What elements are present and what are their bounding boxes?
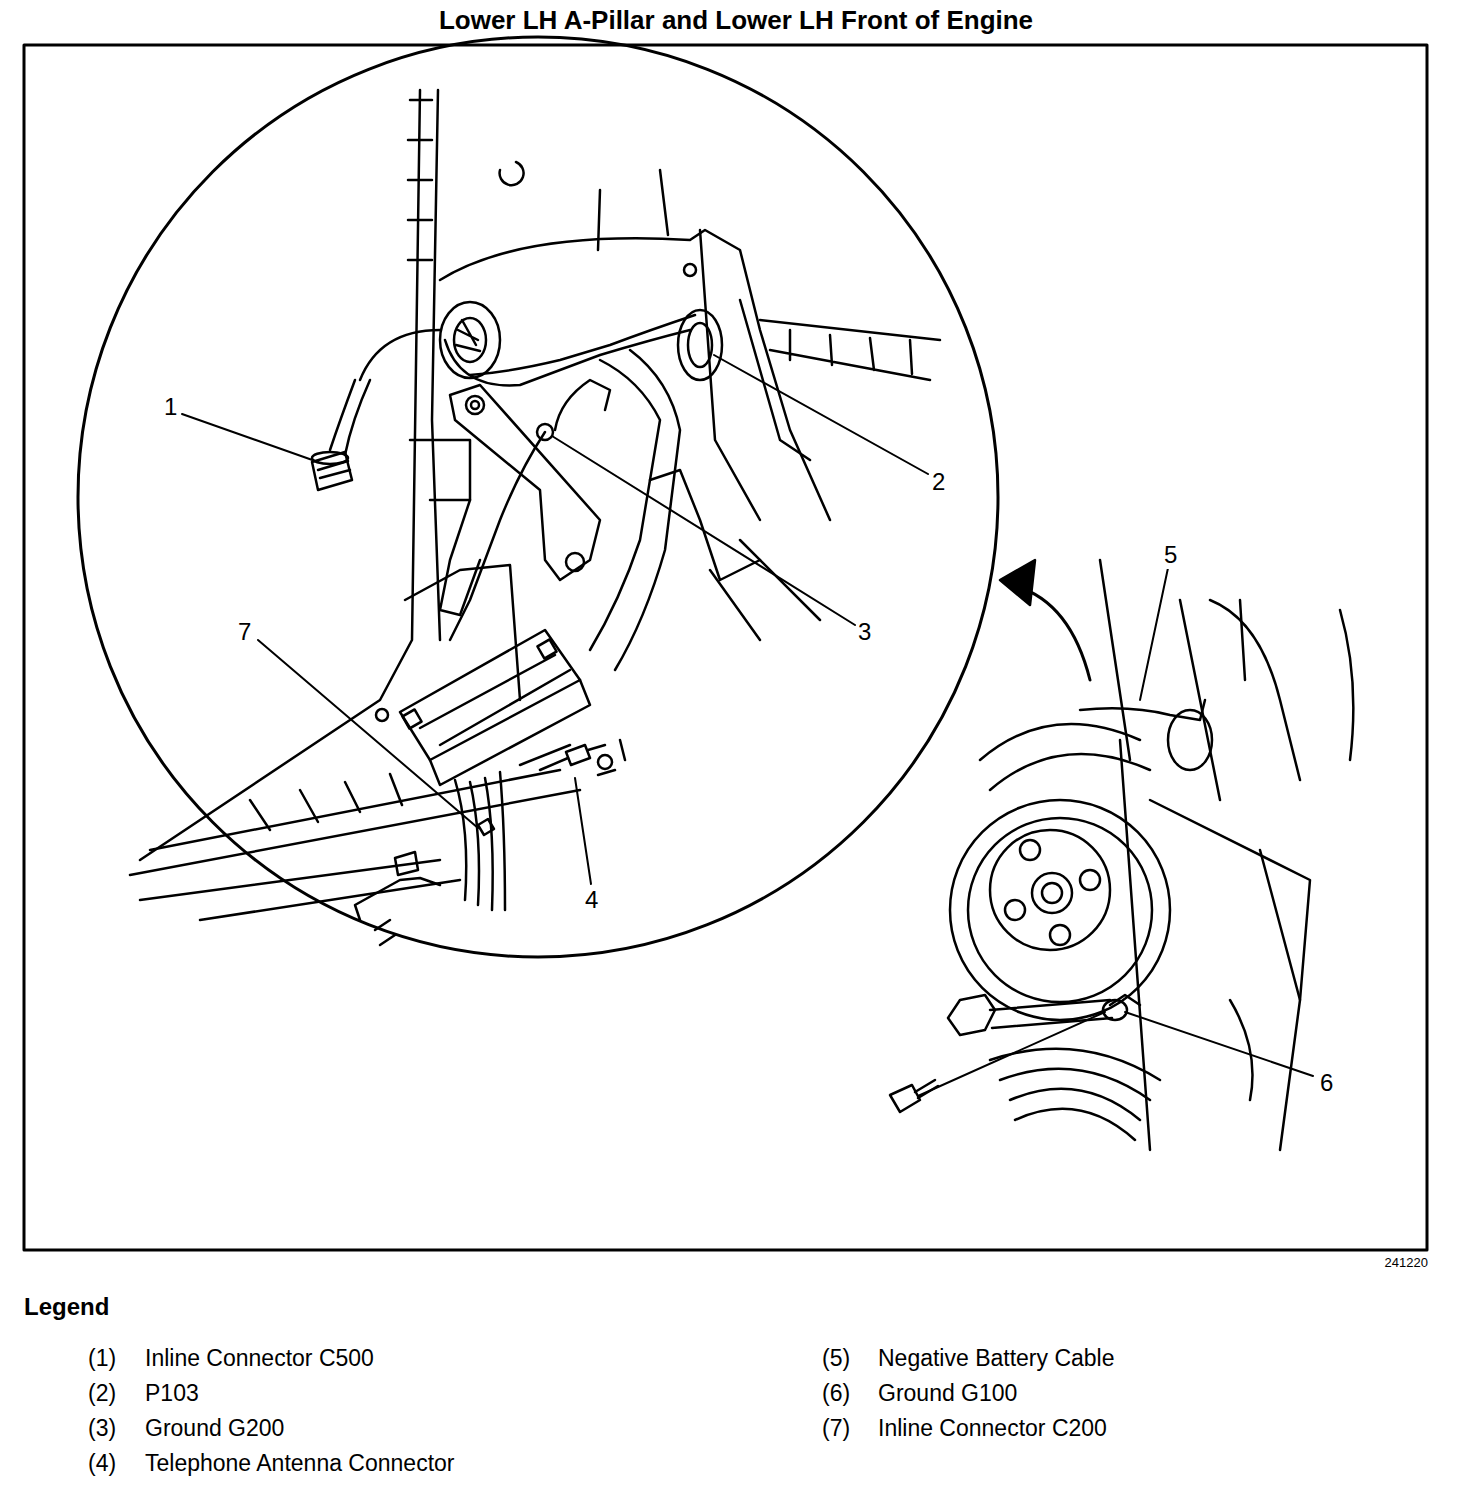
leader-lines xyxy=(182,355,928,884)
ground-bracket xyxy=(440,380,610,640)
floor-bolt xyxy=(355,852,440,945)
legend-number: (5) xyxy=(822,1345,850,1371)
a-pillar xyxy=(130,90,940,920)
inline-connector xyxy=(312,452,352,490)
legend-number: (3) xyxy=(88,1415,116,1441)
legend-text: P103 xyxy=(145,1380,199,1406)
legend-text: Ground G200 xyxy=(145,1415,284,1441)
legend-text: Telephone Antenna Connector xyxy=(145,1450,454,1476)
callout-number: 4 xyxy=(583,886,600,914)
engine-inset xyxy=(890,560,1353,1300)
legend-number: (4) xyxy=(88,1450,116,1476)
callout-number: 5 xyxy=(1162,541,1179,569)
legend-text: Inline Connector C500 xyxy=(145,1345,374,1371)
legend-text: Inline Connector C200 xyxy=(878,1415,1107,1441)
callout-number: 6 xyxy=(1318,1069,1335,1097)
wire-harness xyxy=(330,302,722,670)
frame xyxy=(24,45,1427,1250)
legend-number: (7) xyxy=(822,1415,850,1441)
callout-number: 7 xyxy=(236,618,253,646)
legend-text: Ground G100 xyxy=(878,1380,1017,1406)
callout-number: 3 xyxy=(856,618,873,646)
title: Lower LH A-Pillar and Lower LH Front of … xyxy=(0,6,1472,36)
detail-circle xyxy=(78,37,998,957)
legend-number: (2) xyxy=(88,1380,116,1406)
antenna-connector xyxy=(540,740,625,775)
legend-heading: Legend xyxy=(24,1293,109,1321)
legend-text: Negative Battery Cable xyxy=(878,1345,1115,1371)
legend-number: (6) xyxy=(822,1380,850,1406)
arrow-head xyxy=(1000,560,1035,605)
legend-number: (1) xyxy=(88,1345,116,1371)
figure-number: 241220 xyxy=(1385,1256,1428,1271)
callout-number: 1 xyxy=(162,393,179,421)
leader-lines xyxy=(918,568,1313,1096)
callout-number: 2 xyxy=(930,468,947,496)
inline-connector xyxy=(400,630,590,910)
